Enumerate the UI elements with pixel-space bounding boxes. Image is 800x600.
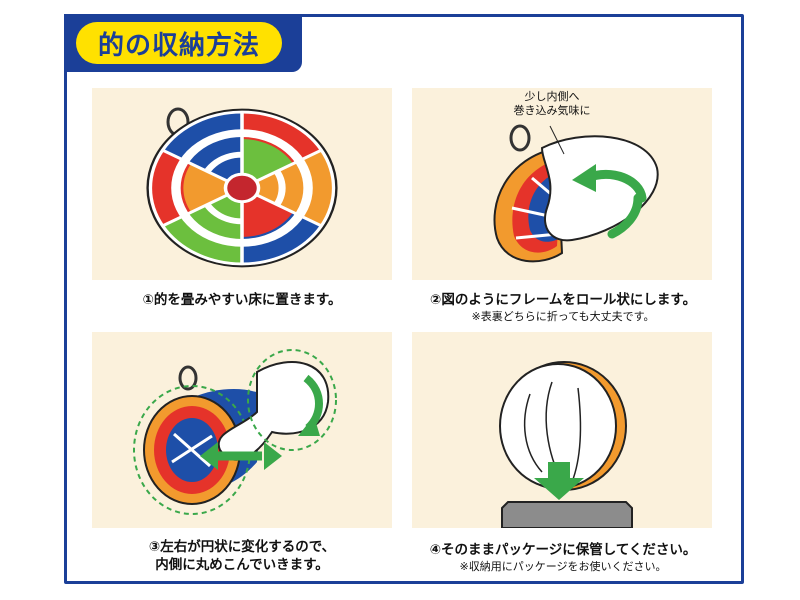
step3-caption-line2: 内側に丸めこんでいきます。 [155, 557, 329, 573]
step2-note: ※表裏どちらに折っても大丈夫です。 [471, 310, 655, 323]
step2-callout-line2: 巻き込み気味に [513, 104, 591, 117]
step2-caption: ②図のようにフレームをロール状にします。 [429, 292, 697, 308]
dartboard-illustration [146, 107, 338, 268]
step3-caption-line1: ③左右が円状に変化するので、 [148, 539, 336, 555]
step2-callout: 少し内側へ 巻き込み気味に [492, 90, 612, 118]
step2-callout-line1: 少し内側へ [524, 90, 580, 103]
step3-panel [92, 332, 392, 528]
step4-caption: ④そのままパッケージに保管してください。 [429, 542, 697, 558]
step1-caption: ①的を畳みやすい床に置きます。 [142, 292, 342, 308]
step4-panel [412, 332, 712, 528]
rolling-frame-illustration [493, 124, 659, 263]
step4-note: ※収納用にパッケージをお使いください。 [459, 560, 667, 573]
page-title: 的の収納方法 [97, 30, 260, 61]
title-pill: 的の収納方法 [76, 22, 282, 64]
step2-panel: 少し内側へ 巻き込み気味に [412, 88, 712, 280]
folding-illustration [133, 349, 337, 515]
package-storage-illustration [499, 361, 633, 528]
step3-caption: ③左右が円状に変化するので、 内側に丸めこんでいきます。 [92, 538, 392, 574]
step1-panel [92, 88, 392, 280]
